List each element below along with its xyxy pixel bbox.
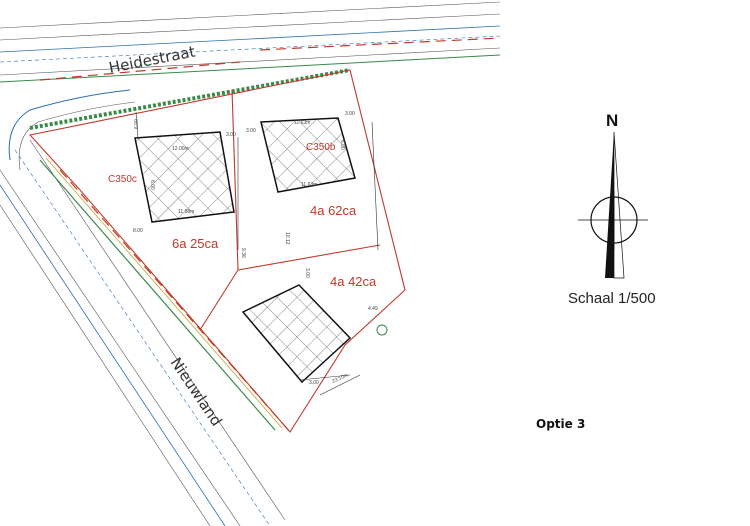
hedge	[29, 68, 351, 130]
dim-label-17: 3.00	[309, 380, 319, 386]
dim-label-11: 10.12	[284, 232, 290, 245]
plot-area-right: 4a 62ca	[310, 203, 357, 218]
north-arrow: N	[578, 111, 648, 279]
dimension-lines	[135, 111, 379, 396]
option-label: Optie 3	[536, 417, 585, 431]
dim-label-16: 6.00	[149, 180, 155, 190]
dim-label-1: 6.00	[134, 119, 140, 129]
dim-label-7: 12.00m	[172, 146, 189, 152]
dim-label-10: 11.63m	[301, 182, 317, 188]
street-nieuwland: Nieuwland	[167, 354, 226, 429]
building-code-left: C350c	[108, 174, 137, 185]
north-label: N	[606, 111, 618, 130]
building-code-right: C350b	[306, 142, 336, 153]
nieuwland-road	[0, 139, 291, 526]
dim-label-5: 6.00	[339, 140, 345, 150]
dim-label-6: 8.00	[133, 228, 143, 234]
dim-label-14: 23.10m	[331, 372, 349, 384]
plot-area-lower: 4a 42ca	[330, 274, 377, 289]
corner-curve	[8, 89, 131, 161]
dim-label-9: 11.63m	[294, 120, 310, 126]
building-c350b	[260, 117, 356, 193]
building-c350c	[134, 131, 235, 223]
parcel-boundaries	[28, 69, 406, 433]
dim-label-2: 3.00	[226, 132, 236, 138]
heidestraat-road	[0, 0, 750, 83]
dim-label-12: 9.36	[240, 248, 246, 258]
building-lower	[241, 284, 352, 384]
dim-label-15: 4.49	[368, 306, 378, 312]
dim-label-13: 3.00	[304, 268, 310, 278]
dim-label-4: 3.00	[345, 111, 355, 117]
tree-symbol	[376, 324, 388, 336]
plot-area-left: 6a 25ca	[172, 236, 219, 251]
dim-label-3: 3.00	[246, 128, 256, 134]
dim-label-8: 11.98m	[178, 209, 194, 215]
scale-label: Schaal 1/500	[568, 290, 656, 307]
